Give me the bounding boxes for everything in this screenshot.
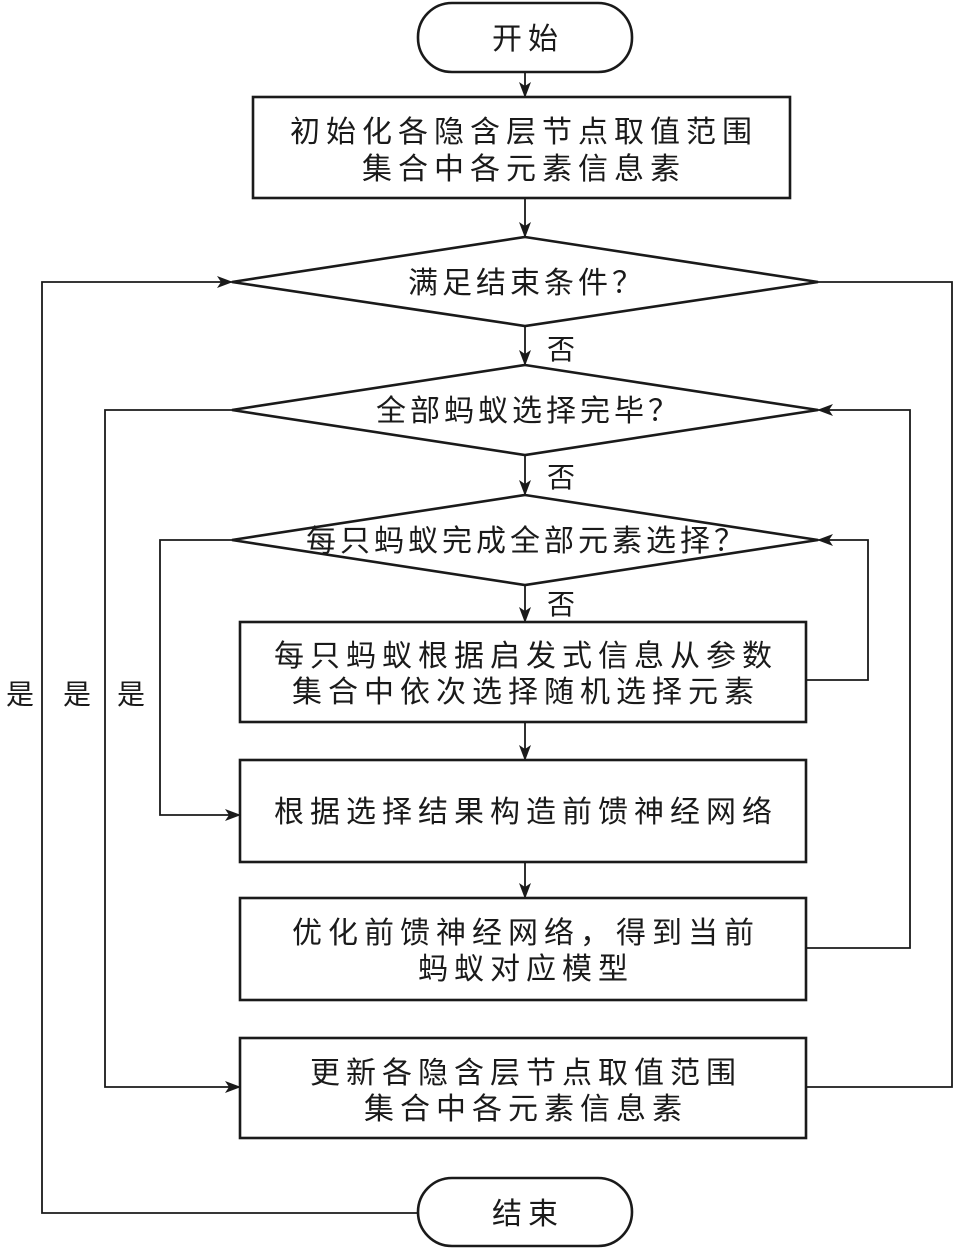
optimize-line2: 蚂蚁对应模型: [418, 952, 634, 987]
build-network-box: [238, 758, 808, 864]
loop-ant-select-back: [806, 534, 869, 681]
init-box: [251, 95, 792, 200]
ant-select-box: [238, 620, 808, 724]
end-condition-label: 满足结束条件？: [408, 266, 646, 301]
yes-label-2: 是: [63, 678, 91, 711]
start-terminal: [416, 1, 634, 74]
start-label: 开始: [492, 22, 564, 57]
optimize-line1: 优化前馈神经网络，得到当前: [292, 916, 760, 951]
yes-label-1: 是: [6, 678, 34, 711]
all-ants-done-label: 全部蚂蚁选择完毕？: [376, 394, 682, 429]
build-network-line1: 根据选择结果构造前馈神经网络: [274, 795, 778, 830]
loop-optimize-back: [806, 404, 911, 949]
no-label-3: 否: [547, 588, 575, 621]
init-line1: 初始化各隐含层节点取值范围: [290, 115, 758, 150]
loop-all-ants-done-yes: [104, 409, 241, 1093]
all-ants-done-diamond: [231, 363, 819, 457]
loop-update-back: [806, 281, 953, 1088]
optimize-box: [238, 896, 808, 1002]
each-ant-done-label: 每只蚂蚁完成全部元素选择？: [306, 524, 748, 559]
no-label-2: 否: [547, 461, 575, 494]
update-box: [238, 1036, 808, 1140]
loop-end-condition-yes: [41, 276, 418, 1214]
end-condition-diamond: [231, 235, 819, 328]
end-label: 结束: [492, 1197, 564, 1232]
loop-each-ant-done-yes: [159, 539, 241, 821]
no-label-1: 否: [547, 333, 575, 366]
update-line1: 更新各隐含层节点取值范围: [310, 1056, 742, 1091]
update-line2: 集合中各元素信息素: [364, 1092, 688, 1127]
end-terminal: [416, 1176, 634, 1248]
ant-select-line1: 每只蚂蚁根据启发式信息从参数: [274, 639, 778, 674]
yes-label-3: 是: [117, 678, 145, 711]
init-line2: 集合中各元素信息素: [362, 152, 686, 187]
ant-select-line2: 集合中依次选择随机选择元素: [292, 675, 760, 710]
each-ant-done-diamond: [231, 493, 819, 587]
